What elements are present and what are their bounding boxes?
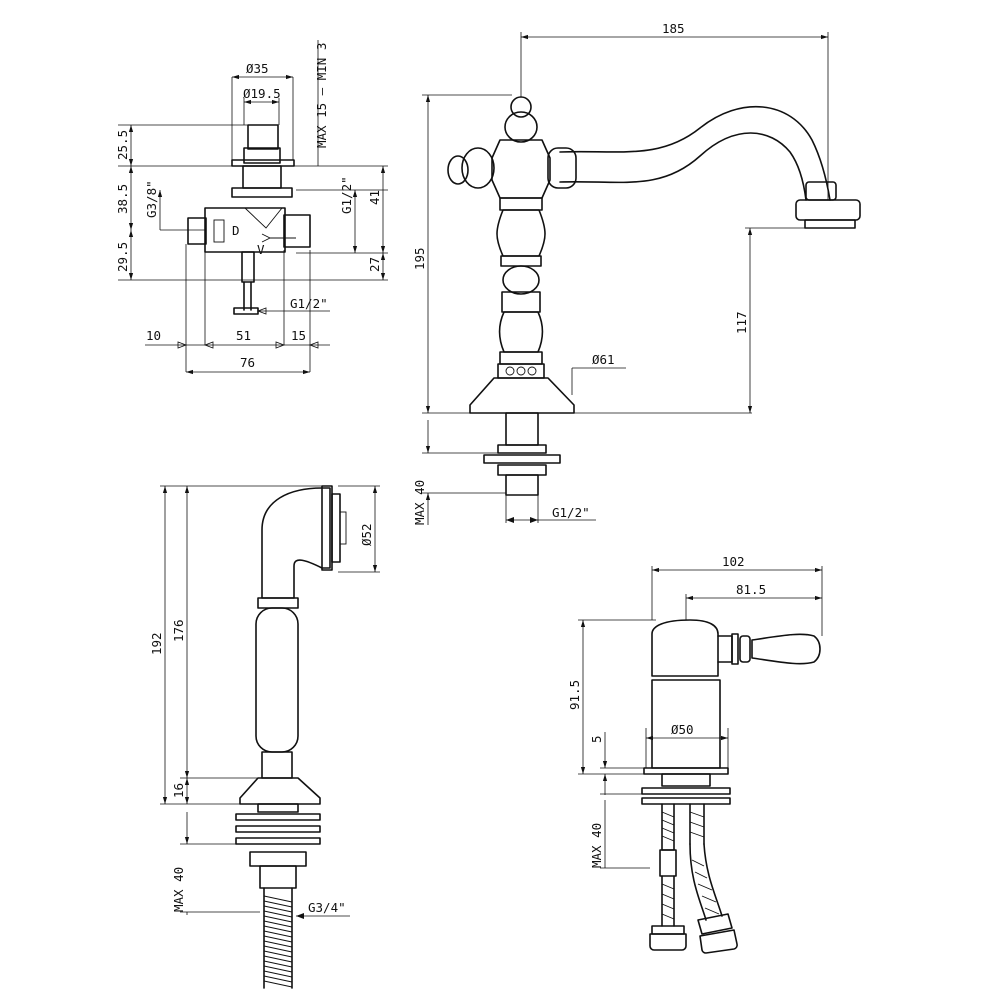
spout-mixer-view: 185 195 117 Ø61 MAX 40 G1/2" — [412, 21, 861, 525]
dim-25-5: 25.5 — [115, 130, 130, 160]
hand-shower-view: 192 176 Ø52 16 MAX 40 G3/4" — [149, 485, 380, 989]
dim-dia-19-5: Ø19.5 — [243, 86, 281, 101]
dim-81-5: 81.5 — [736, 582, 766, 597]
dim-dia-52: Ø52 — [359, 523, 374, 546]
valve-body: D V — [187, 124, 311, 315]
dim-15: 15 — [291, 328, 306, 343]
dim-192: 192 — [149, 632, 164, 655]
dim-51: 51 — [236, 328, 251, 343]
dim-max-40-shower: MAX 40 — [171, 867, 186, 912]
dim-5: 5 — [589, 735, 604, 743]
dim-g-3-8: G3/8" — [144, 180, 159, 218]
dim-dia-61: Ø61 — [592, 352, 615, 367]
dim-g-1-2-bottom: G1/2" — [290, 296, 328, 311]
dim-38-5: 38.5 — [115, 184, 130, 214]
dim-max-min: MAX 15 – MIN 3 — [314, 43, 329, 148]
dim-g-3-4: G3/4" — [308, 900, 346, 915]
valve-detail-view: D V Ø35 — [115, 40, 388, 375]
dim-185: 185 — [662, 21, 685, 36]
dim-dia-35: Ø35 — [246, 61, 269, 76]
dim-16: 16 — [171, 783, 186, 798]
lever-mixer-view: 102 81.5 91.5 5 Ø50 MAX 40 — [567, 554, 823, 954]
dim-76: 76 — [240, 355, 255, 370]
dim-27: 27 — [367, 257, 382, 272]
spout-mixer-body — [447, 96, 861, 496]
dim-g-1-2-spout: G1/2" — [552, 505, 590, 520]
dim-10: 10 — [146, 328, 161, 343]
dim-117: 117 — [734, 311, 749, 334]
dim-91-5: 91.5 — [567, 680, 582, 710]
dim-max-40-lever: MAX 40 — [589, 823, 604, 868]
valve-mark-v: V — [257, 242, 265, 257]
dim-176: 176 — [171, 619, 186, 642]
dim-dia-50: Ø50 — [671, 722, 694, 737]
dim-195: 195 — [412, 247, 427, 270]
dim-41: 41 — [367, 190, 382, 205]
dim-102: 102 — [722, 554, 745, 569]
dim-max-40-spout: MAX 40 — [412, 480, 427, 525]
valve-mark-d: D — [232, 223, 240, 238]
hand-shower-body — [235, 485, 347, 989]
dim-g-1-2-side: G1/2" — [339, 176, 354, 214]
dim-29-5: 29.5 — [115, 242, 130, 272]
lever-mixer-body — [641, 619, 821, 954]
